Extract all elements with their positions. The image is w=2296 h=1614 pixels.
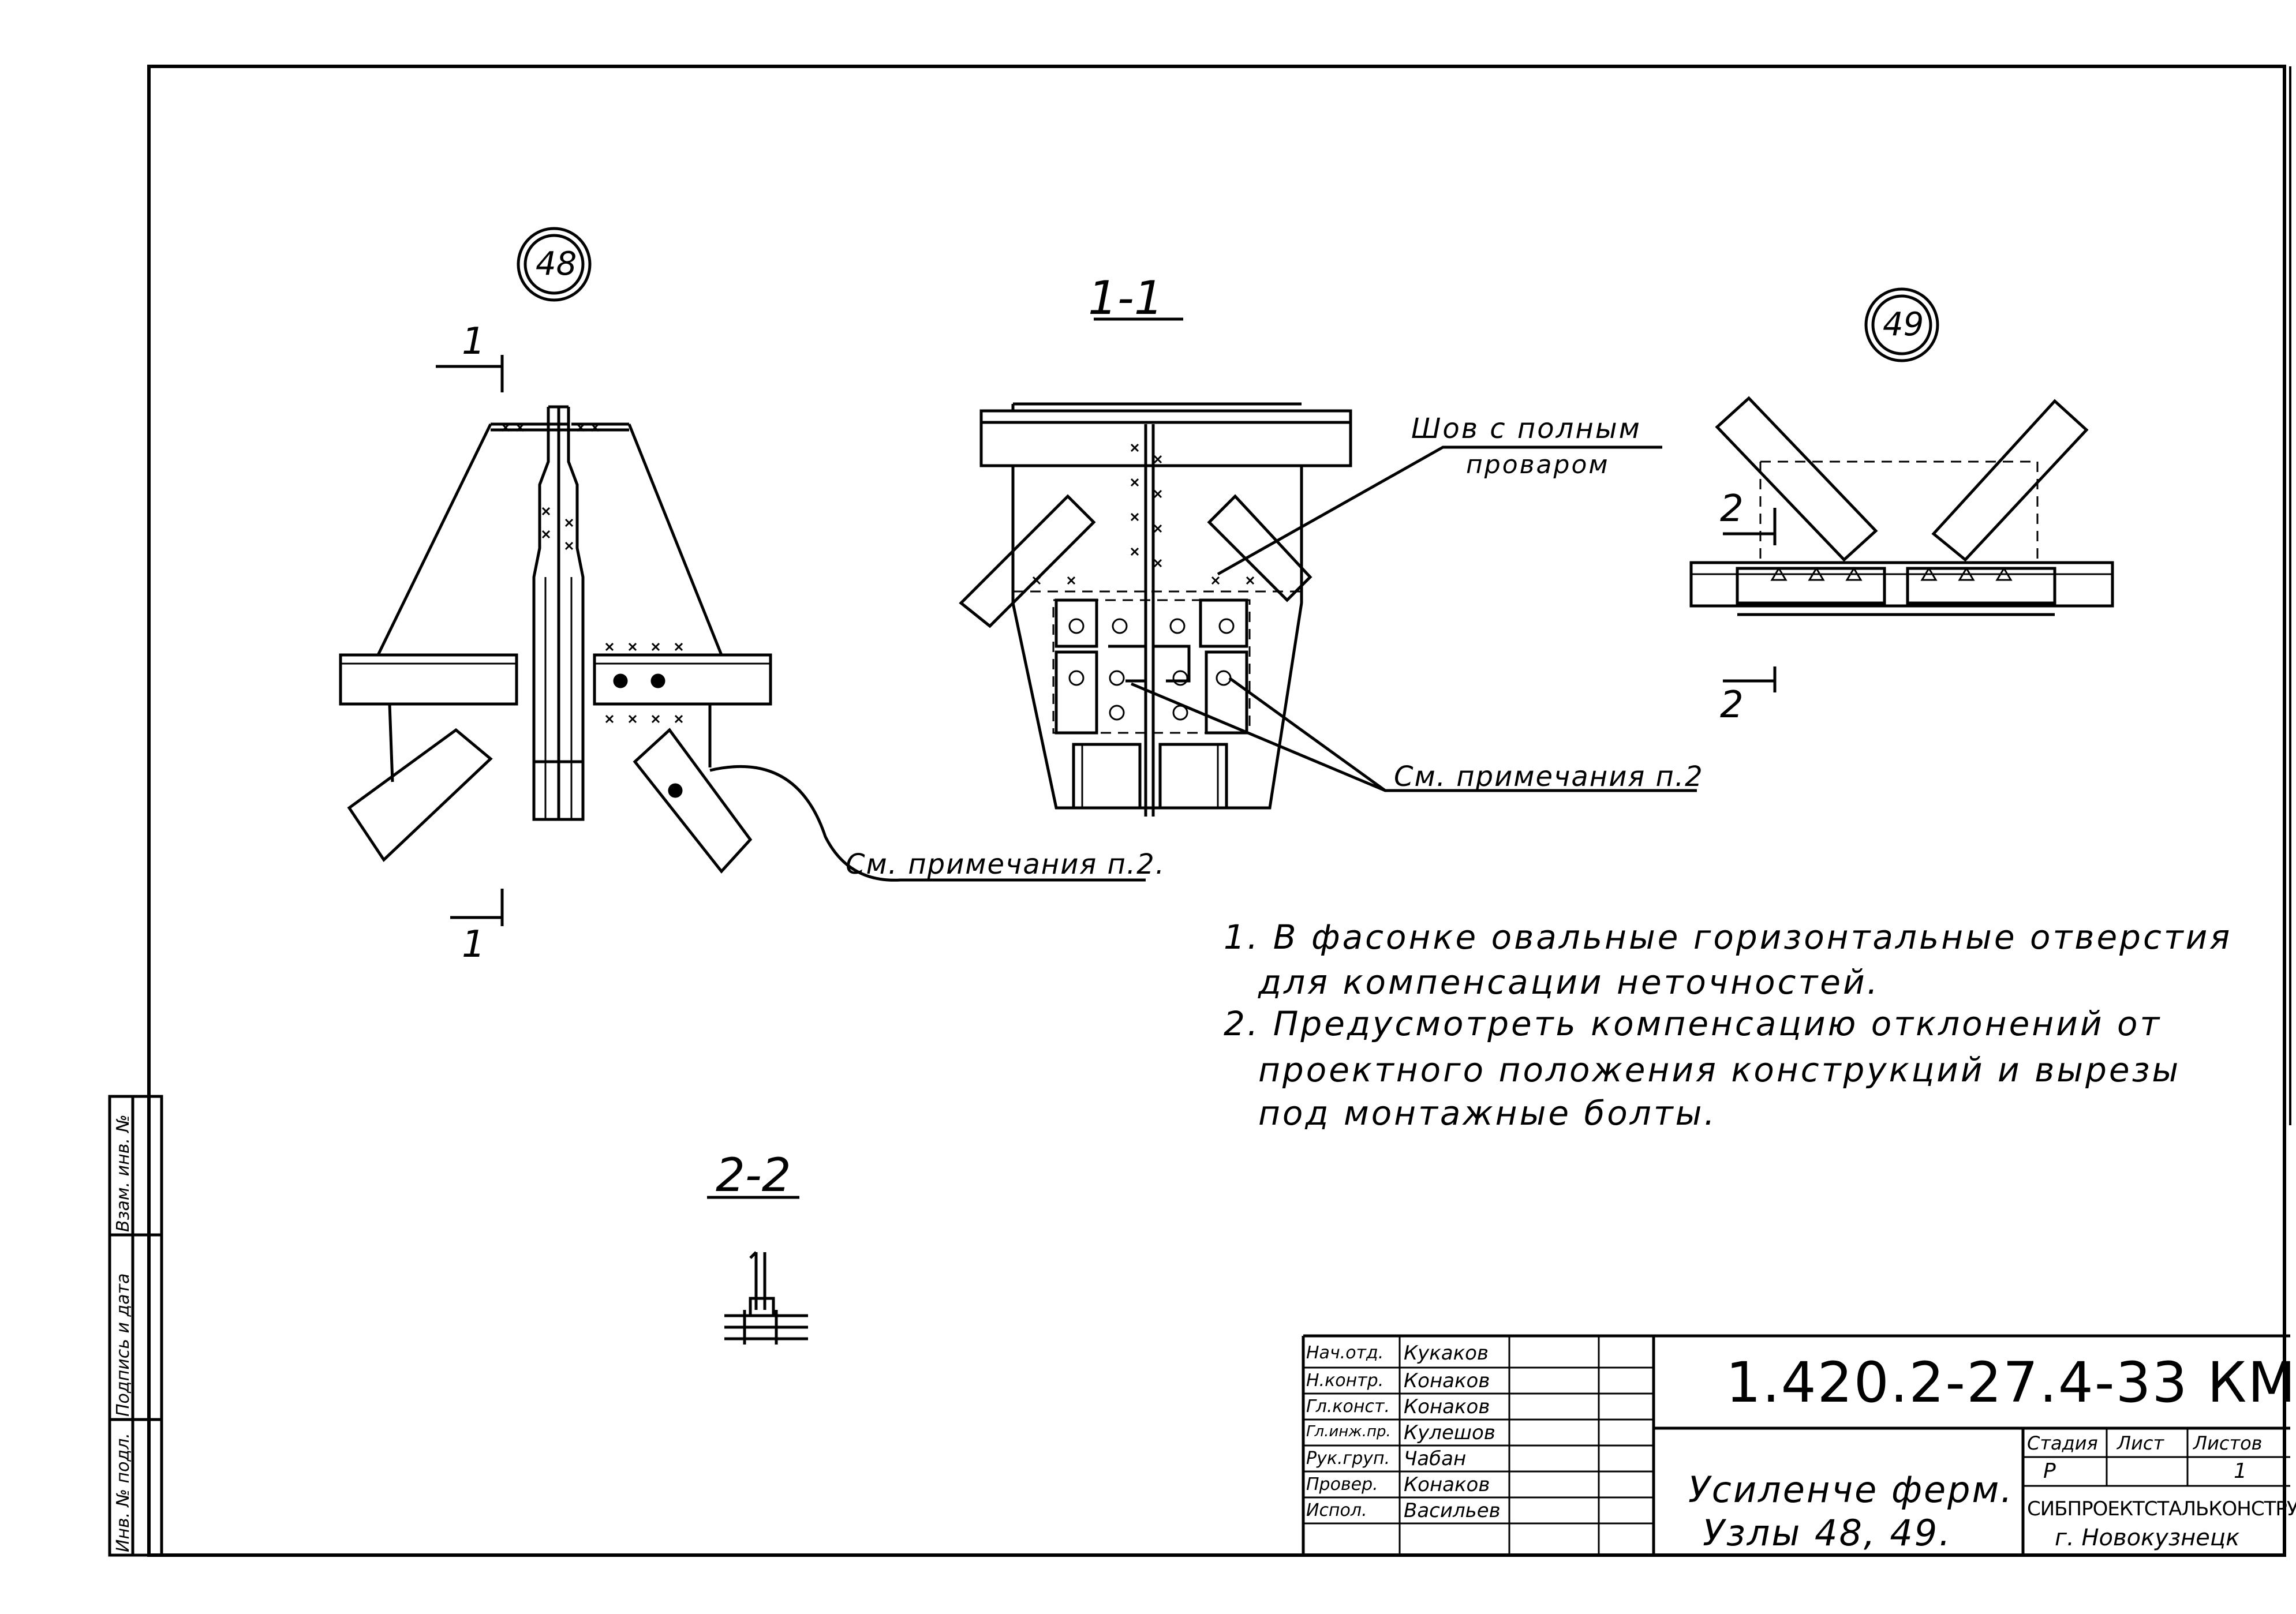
- sign-role-7: Испол.: [1306, 1500, 1367, 1521]
- sign-role-5: Рук.груп.: [1306, 1448, 1390, 1469]
- section-1-1-drawing: [959, 317, 1697, 817]
- side-stamp: [108, 1095, 163, 1557]
- section-1-1-title: 1-1: [1088, 271, 1164, 325]
- sign-role-2: Н.контр.: [1306, 1370, 1384, 1391]
- title-block-grid: [1302, 1334, 2290, 1555]
- sign-name-7: Васильев: [1404, 1499, 1501, 1522]
- see-note-callout-a: См. примечания п.2.: [846, 848, 1165, 881]
- drawing-designation: 1.420.2-27.4-33 КМ: [1726, 1350, 2296, 1415]
- drawing-title-line-2: Узлы 48, 49.: [1703, 1512, 1952, 1554]
- sheet-header: Лист: [2117, 1432, 2164, 1454]
- sign-name-2: Конаков: [1404, 1369, 1490, 1392]
- see-note-callout-b: См. примечания п.2: [1394, 761, 1704, 793]
- node-48-drawing: [339, 227, 1146, 926]
- node-48-label: 48: [536, 245, 577, 283]
- sign-role-4: Гл.инж.пр.: [1306, 1423, 1391, 1440]
- sheets-value: 1: [2234, 1459, 2247, 1483]
- cut-2-top-label: 2: [1720, 488, 1744, 530]
- sign-role-6: Провер.: [1306, 1474, 1378, 1495]
- sign-name-6: Конаков: [1404, 1473, 1490, 1496]
- drawing-title-line-1: Усиленче ферм.: [1688, 1469, 2014, 1511]
- stage-header: Стадия: [2027, 1432, 2098, 1454]
- side-stamp-replaced-inv: Взам. инв. №: [113, 1114, 133, 1232]
- sign-name-4: Кулешов: [1404, 1421, 1495, 1444]
- stage-value: Р: [2043, 1459, 2056, 1483]
- cut-2-bottom-label: 2: [1720, 684, 1744, 727]
- note-line-1: 1. В фасонке овальные горизонтальные отв…: [1224, 918, 2233, 957]
- side-stamp-inv-no: Инв. № подл.: [113, 1433, 133, 1552]
- sign-name-5: Чабан: [1404, 1447, 1467, 1470]
- organization-city: г. Новокузнецк: [2055, 1525, 2240, 1551]
- side-stamp-signature-date: Подпись и дата: [113, 1273, 133, 1417]
- sheets-header: Листов: [2193, 1432, 2263, 1454]
- note-line-3: 2. Предусмотреть компенсацию отклонений …: [1224, 1004, 2162, 1043]
- sign-role-1: Нач.отд.: [1306, 1343, 1384, 1363]
- note-line-2: для компенсации неточностей.: [1258, 963, 1880, 1002]
- sign-name-1: Кукаков: [1404, 1342, 1489, 1365]
- cut-1-bottom-label: 1: [462, 923, 485, 966]
- cut-1-top-label: 1: [462, 320, 485, 363]
- weld-callout-line-2: проваром: [1466, 450, 1610, 480]
- note-line-5: под монтажные болты.: [1258, 1094, 1717, 1133]
- node-49-drawing: [1689, 287, 2114, 692]
- sign-role-3: Гл.конст.: [1306, 1396, 1390, 1417]
- sheet-frame: [147, 65, 2286, 1557]
- section-2-2-title: 2-2: [716, 1148, 791, 1202]
- weld-callout-line-1: Шов с полным: [1411, 413, 1641, 445]
- note-line-4: проектного положения конструкций и вырез…: [1258, 1050, 2181, 1089]
- sign-name-3: Конаков: [1404, 1395, 1490, 1418]
- organization-name: СИБПРОЕКТСТАЛЬКОНСТРУКЦИЯ: [2027, 1497, 2296, 1521]
- node-49-label: 49: [1883, 306, 1924, 343]
- section-2-2-drawing: [707, 1196, 808, 1345]
